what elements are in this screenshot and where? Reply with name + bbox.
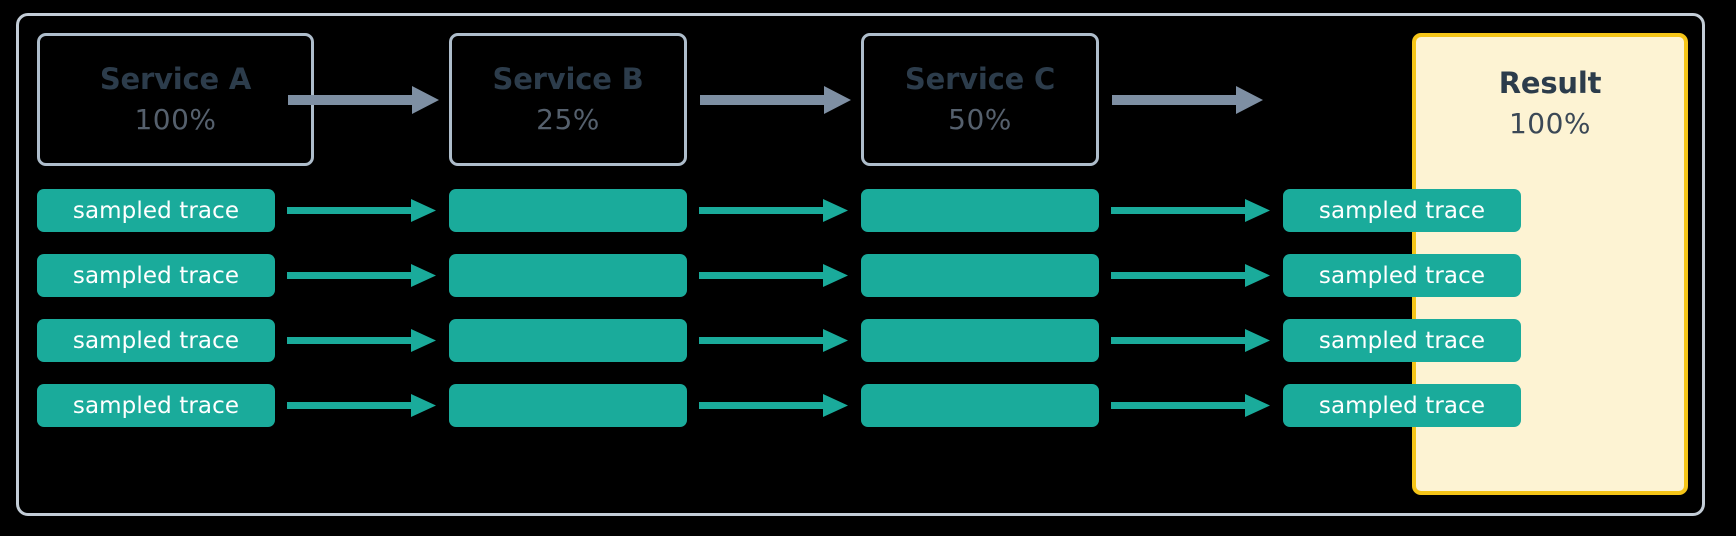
service-a-percent: 100% [134, 102, 217, 136]
trace-pill-label: sampled trace [72, 327, 240, 354]
trace-pill-row1-service-c[interactable] [861, 189, 1099, 232]
service-b-title: Service B [492, 62, 644, 97]
trace-pill-row3-service-c[interactable] [861, 319, 1099, 362]
trace-pill-row4-service-a[interactable]: sampled trace [37, 384, 275, 427]
result-percent: 100% [1508, 106, 1592, 140]
service-a-title: Service A [99, 62, 252, 97]
trace-arrow-row4-a-to-b [287, 394, 436, 417]
trace-arrow-row2-c-to-result [1111, 264, 1270, 287]
trace-pill-label: sampled trace [1318, 262, 1486, 289]
trace-arrow-row2-a-to-b [287, 264, 436, 287]
trace-arrow-row2-b-to-c [699, 264, 848, 287]
trace-pill-row2-service-a[interactable]: sampled trace [37, 254, 275, 297]
trace-pill-label: sampled trace [1318, 327, 1486, 354]
trace-pill-row3-result[interactable]: sampled trace [1283, 319, 1521, 362]
result-title: Result [1498, 66, 1602, 101]
service-c-title: Service C [904, 62, 1056, 97]
trace-pill-label: sampled trace [72, 392, 240, 419]
trace-pill-row1-service-a[interactable]: sampled trace [37, 189, 275, 232]
trace-arrow-row3-a-to-b [287, 329, 436, 352]
trace-pill-row4-service-b[interactable] [449, 384, 687, 427]
trace-pill-row2-result[interactable]: sampled trace [1283, 254, 1521, 297]
trace-pill-row4-result[interactable]: sampled trace [1283, 384, 1521, 427]
trace-arrow-row1-b-to-c [699, 199, 848, 222]
trace-pill-label: sampled trace [1318, 197, 1486, 224]
trace-arrow-row3-b-to-c [699, 329, 848, 352]
service-box-service-a[interactable]: Service A 100% [37, 33, 314, 166]
trace-pill-label: sampled trace [72, 262, 240, 289]
trace-pill-row1-result[interactable]: sampled trace [1283, 189, 1521, 232]
arrow-service-a-to-service-b [288, 86, 439, 114]
trace-arrow-row1-a-to-b [287, 199, 436, 222]
trace-pill-row3-service-b[interactable] [449, 319, 687, 362]
trace-pill-row3-service-a[interactable]: sampled trace [37, 319, 275, 362]
trace-arrow-row4-c-to-result [1111, 394, 1270, 417]
service-box-service-c[interactable]: Service C 50% [861, 33, 1099, 166]
trace-arrow-row1-c-to-result [1111, 199, 1270, 222]
arrow-service-c-to-result [1112, 86, 1263, 114]
service-box-service-b[interactable]: Service B 25% [449, 33, 687, 166]
trace-pill-row2-service-b[interactable] [449, 254, 687, 297]
service-c-percent: 50% [948, 102, 1012, 136]
trace-pill-row2-service-c[interactable] [861, 254, 1099, 297]
trace-pill-row1-service-b[interactable] [449, 189, 687, 232]
trace-arrow-row3-c-to-result [1111, 329, 1270, 352]
trace-pill-row4-service-c[interactable] [861, 384, 1099, 427]
trace-pill-label: sampled trace [1318, 392, 1486, 419]
diagram-outer-frame [16, 13, 1705, 516]
service-b-percent: 25% [536, 102, 600, 136]
trace-pill-label: sampled trace [72, 197, 240, 224]
trace-arrow-row4-b-to-c [699, 394, 848, 417]
arrow-service-b-to-service-c [700, 86, 851, 114]
result-header: Result 100% [1416, 37, 1684, 170]
